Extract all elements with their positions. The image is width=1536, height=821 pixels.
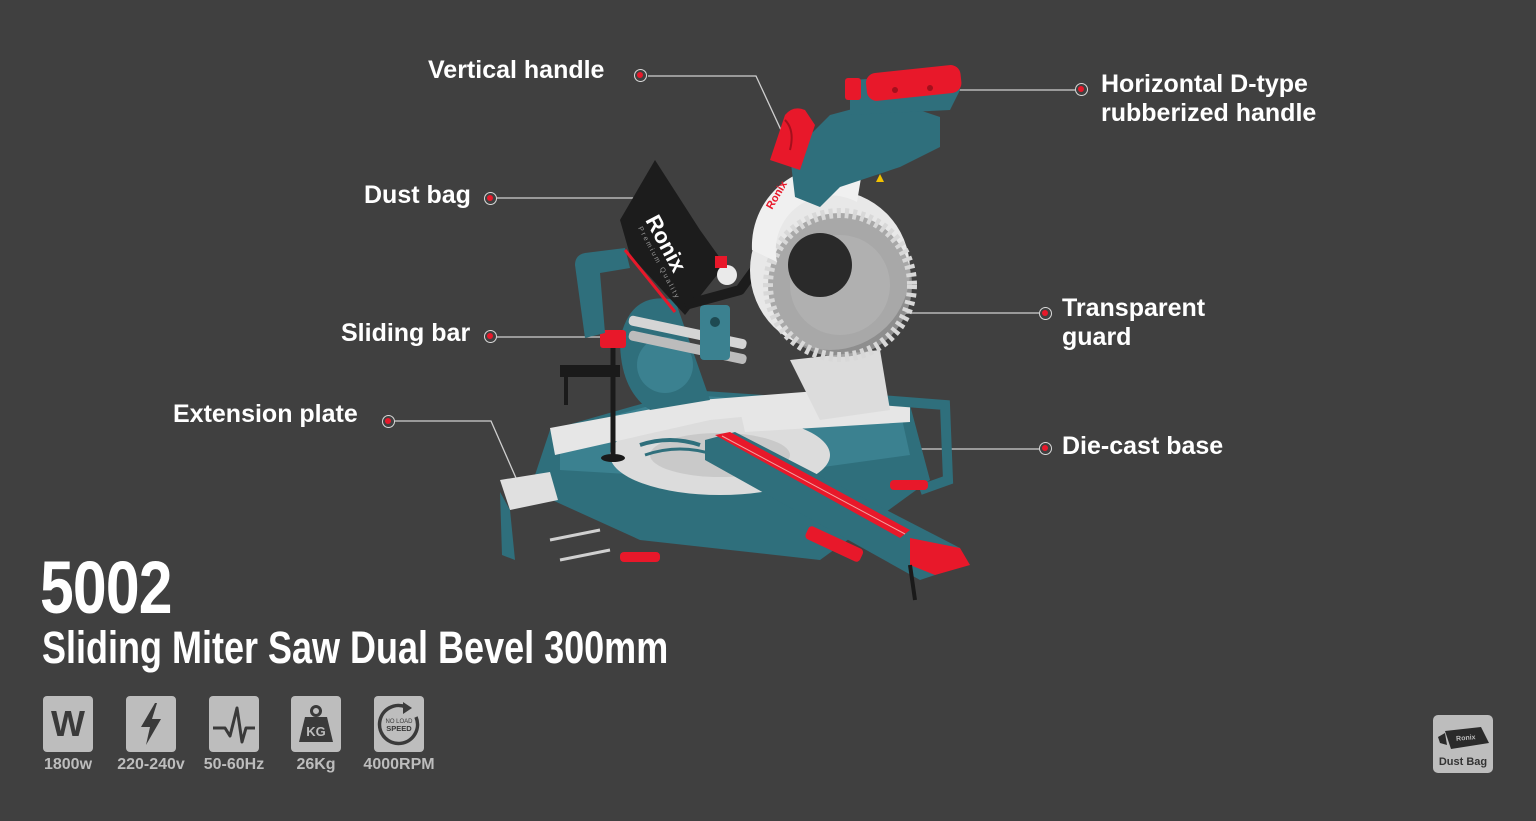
- miter-saw-product-image: Ronix Premium Quality Ronix: [500, 65, 970, 601]
- svg-text:NO LOAD: NO LOAD: [385, 719, 413, 725]
- blade-guard: Ronix: [750, 166, 917, 362]
- callout-dot-sliding-bar: [484, 330, 497, 343]
- accessory-label: Dust Bag: [1438, 756, 1488, 768]
- leader-vertical-handle: [648, 75, 788, 144]
- spec-weight: KG 26Kg: [271, 696, 361, 774]
- weight-kg-icon: KG: [291, 696, 341, 752]
- callout-die-cast-base: Die-cast base: [1062, 432, 1224, 460]
- voltage-lightning-icon: [126, 696, 176, 752]
- spec-wattage: W 1800w: [23, 696, 113, 774]
- accessory-dust-bag: Ronix Dust Bag: [1433, 715, 1493, 773]
- spec-value: 50-60Hz: [203, 756, 265, 773]
- callout-transparent-guard: Transparent guard: [1062, 294, 1205, 352]
- svg-text:SPEED: SPEED: [386, 724, 412, 733]
- callout-dot-vertical-handle: [634, 69, 647, 82]
- frequency-wave-icon: [209, 696, 259, 752]
- svg-text:KG: KG: [306, 724, 326, 739]
- callout-horizontal-handle-line1: Horizontal D-type: [1101, 70, 1308, 98]
- spec-value: 4000RPM: [363, 756, 435, 773]
- callout-extension-plate: Extension plate: [173, 400, 358, 428]
- horizontal-d-type-handle: [845, 65, 962, 101]
- spec-frequency: 50-60Hz: [189, 696, 279, 774]
- work-clamp: [560, 330, 626, 462]
- callout-dust-bag: Dust bag: [364, 181, 471, 209]
- callout-dot-die-cast-base: [1039, 442, 1052, 455]
- vertical-handle: [770, 108, 815, 170]
- callout-vertical-handle: Vertical handle: [428, 56, 605, 84]
- extension-plate: [500, 472, 611, 562]
- callout-transparent-guard-line1: Transparent: [1062, 294, 1206, 322]
- spec-value: 220-240v: [117, 756, 185, 773]
- no-load-speed-icon: NO LOAD SPEED: [374, 696, 424, 752]
- svg-text:Ronix: Ronix: [1456, 734, 1476, 743]
- spec-no-load-speed: NO LOAD SPEED 4000RPM: [354, 696, 444, 774]
- spec-value: 26Kg: [296, 756, 336, 773]
- miter-arm: [705, 432, 970, 580]
- callout-dot-dust-bag: [484, 192, 497, 205]
- callout-horizontal-handle-line2: rubberized handle: [1101, 99, 1317, 127]
- wattage-icon: W: [43, 696, 93, 752]
- model-number: 5002: [40, 546, 173, 629]
- leader-extension-plate: [395, 420, 517, 479]
- spec-value: 1800w: [43, 756, 93, 773]
- extension-frame-right: [879, 395, 954, 495]
- callout-sliding-bar: Sliding bar: [341, 319, 471, 347]
- callout-dot-extension-plate: [382, 415, 395, 428]
- dust-bag-icon: Ronix: [1438, 727, 1489, 749]
- callout-dot-horizontal-handle: [1075, 83, 1088, 96]
- product-title: Sliding Miter Saw Dual Bevel 300mm: [42, 622, 669, 673]
- spec-voltage: 220-240v: [106, 696, 196, 774]
- callout-horizontal-handle: Horizontal D-type rubberized handle: [1101, 70, 1316, 128]
- callout-transparent-guard-line2: guard: [1062, 323, 1132, 351]
- callout-dot-transparent-guard: [1039, 307, 1052, 320]
- sliding-bar: [575, 248, 747, 364]
